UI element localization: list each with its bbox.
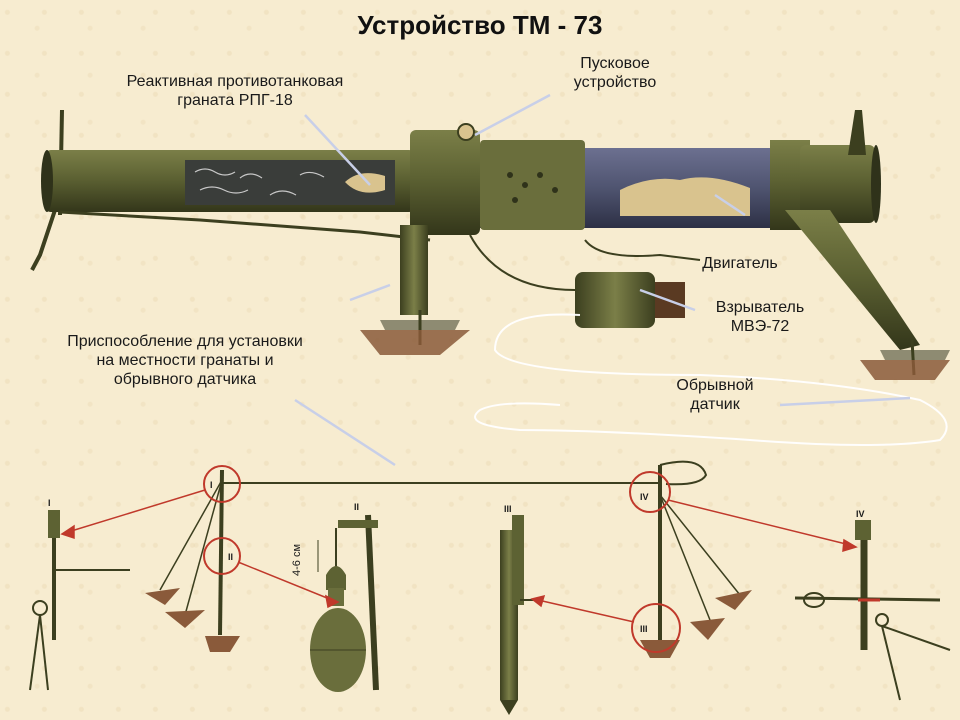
- label-fuse: Взрыватель МВЭ-72: [695, 298, 825, 336]
- detail-mark-iv: IV: [856, 509, 865, 519]
- label-grenade-line1: Реактивная противотанковая: [126, 73, 344, 90]
- grenade-cutaway: [185, 160, 395, 205]
- front-sight: [848, 110, 866, 155]
- label-fuse-line2: МВЭ-72: [730, 318, 790, 335]
- soil-rear: [360, 330, 470, 355]
- pointer-fuse: [639, 288, 696, 312]
- detail-iv: [794, 520, 951, 701]
- launcher-knob: [457, 123, 475, 141]
- detail-mark-i: I: [48, 498, 51, 508]
- callout-arrows: [60, 489, 858, 623]
- label-breakwire: Обрывной датчик: [650, 376, 780, 414]
- launcher-assembly: [30, 109, 950, 446]
- page-title: Устройство ТМ - 73: [357, 10, 603, 40]
- detail-mark-ii: II: [354, 502, 360, 512]
- pointer-lines: [294, 93, 911, 467]
- label-launcher-line1: Пусковое: [580, 55, 650, 72]
- grenade-tip: [345, 173, 385, 193]
- callout-mark-ii: II: [228, 552, 234, 562]
- label-breakwire-line1: Обрывной: [676, 377, 754, 394]
- detail-ii: [310, 514, 379, 692]
- label-launcher-line2: устройство: [573, 74, 657, 91]
- label-mount: Приспособление для установки на местност…: [20, 332, 350, 389]
- label-grenade: Реактивная противотанковая граната РПГ-1…: [90, 72, 380, 110]
- label-engine: Двигатель: [702, 255, 778, 272]
- dimension-label: 4-6 см: [291, 543, 303, 576]
- rear-leg: [30, 209, 57, 271]
- stake-assembly-right: [629, 460, 752, 658]
- soil-front: [860, 360, 950, 380]
- detail-i: [29, 510, 130, 691]
- callout-mark-iv: IV: [640, 492, 649, 502]
- callout-mark-i: I: [210, 480, 213, 490]
- label-launcher: Пусковое устройство: [545, 54, 685, 92]
- breakwire: [474, 313, 948, 446]
- detail-iii: [500, 515, 535, 715]
- engine-cutaway: [620, 177, 750, 216]
- callout-mark-iii: III: [640, 624, 648, 634]
- pointer-breakwire: [779, 396, 911, 407]
- pointer-mount-a: [349, 283, 391, 302]
- rear-stand: [400, 225, 428, 315]
- label-mount-line2: на местности гранаты и: [96, 352, 274, 369]
- detail-mark-iii: III: [504, 504, 512, 514]
- pointer-mount-b: [294, 398, 396, 467]
- pointer-launcher: [474, 93, 551, 137]
- label-mount-line1: Приспособление для установки: [67, 333, 303, 350]
- trigger-housing: [410, 130, 480, 235]
- pointer-grenade: [304, 114, 371, 186]
- label-breakwire-line2: датчик: [690, 396, 740, 413]
- pointer-engine: [714, 193, 746, 217]
- label-grenade-line2: граната РПГ-18: [177, 92, 293, 109]
- front-leg: [785, 210, 920, 350]
- label-mount-line3: обрывного датчика: [113, 371, 257, 388]
- trigger-block: [480, 140, 585, 230]
- details: [29, 460, 951, 715]
- label-fuse-line1: Взрыватель: [715, 299, 805, 316]
- fuse-body: [575, 272, 655, 328]
- stake-assembly-left: [145, 465, 241, 652]
